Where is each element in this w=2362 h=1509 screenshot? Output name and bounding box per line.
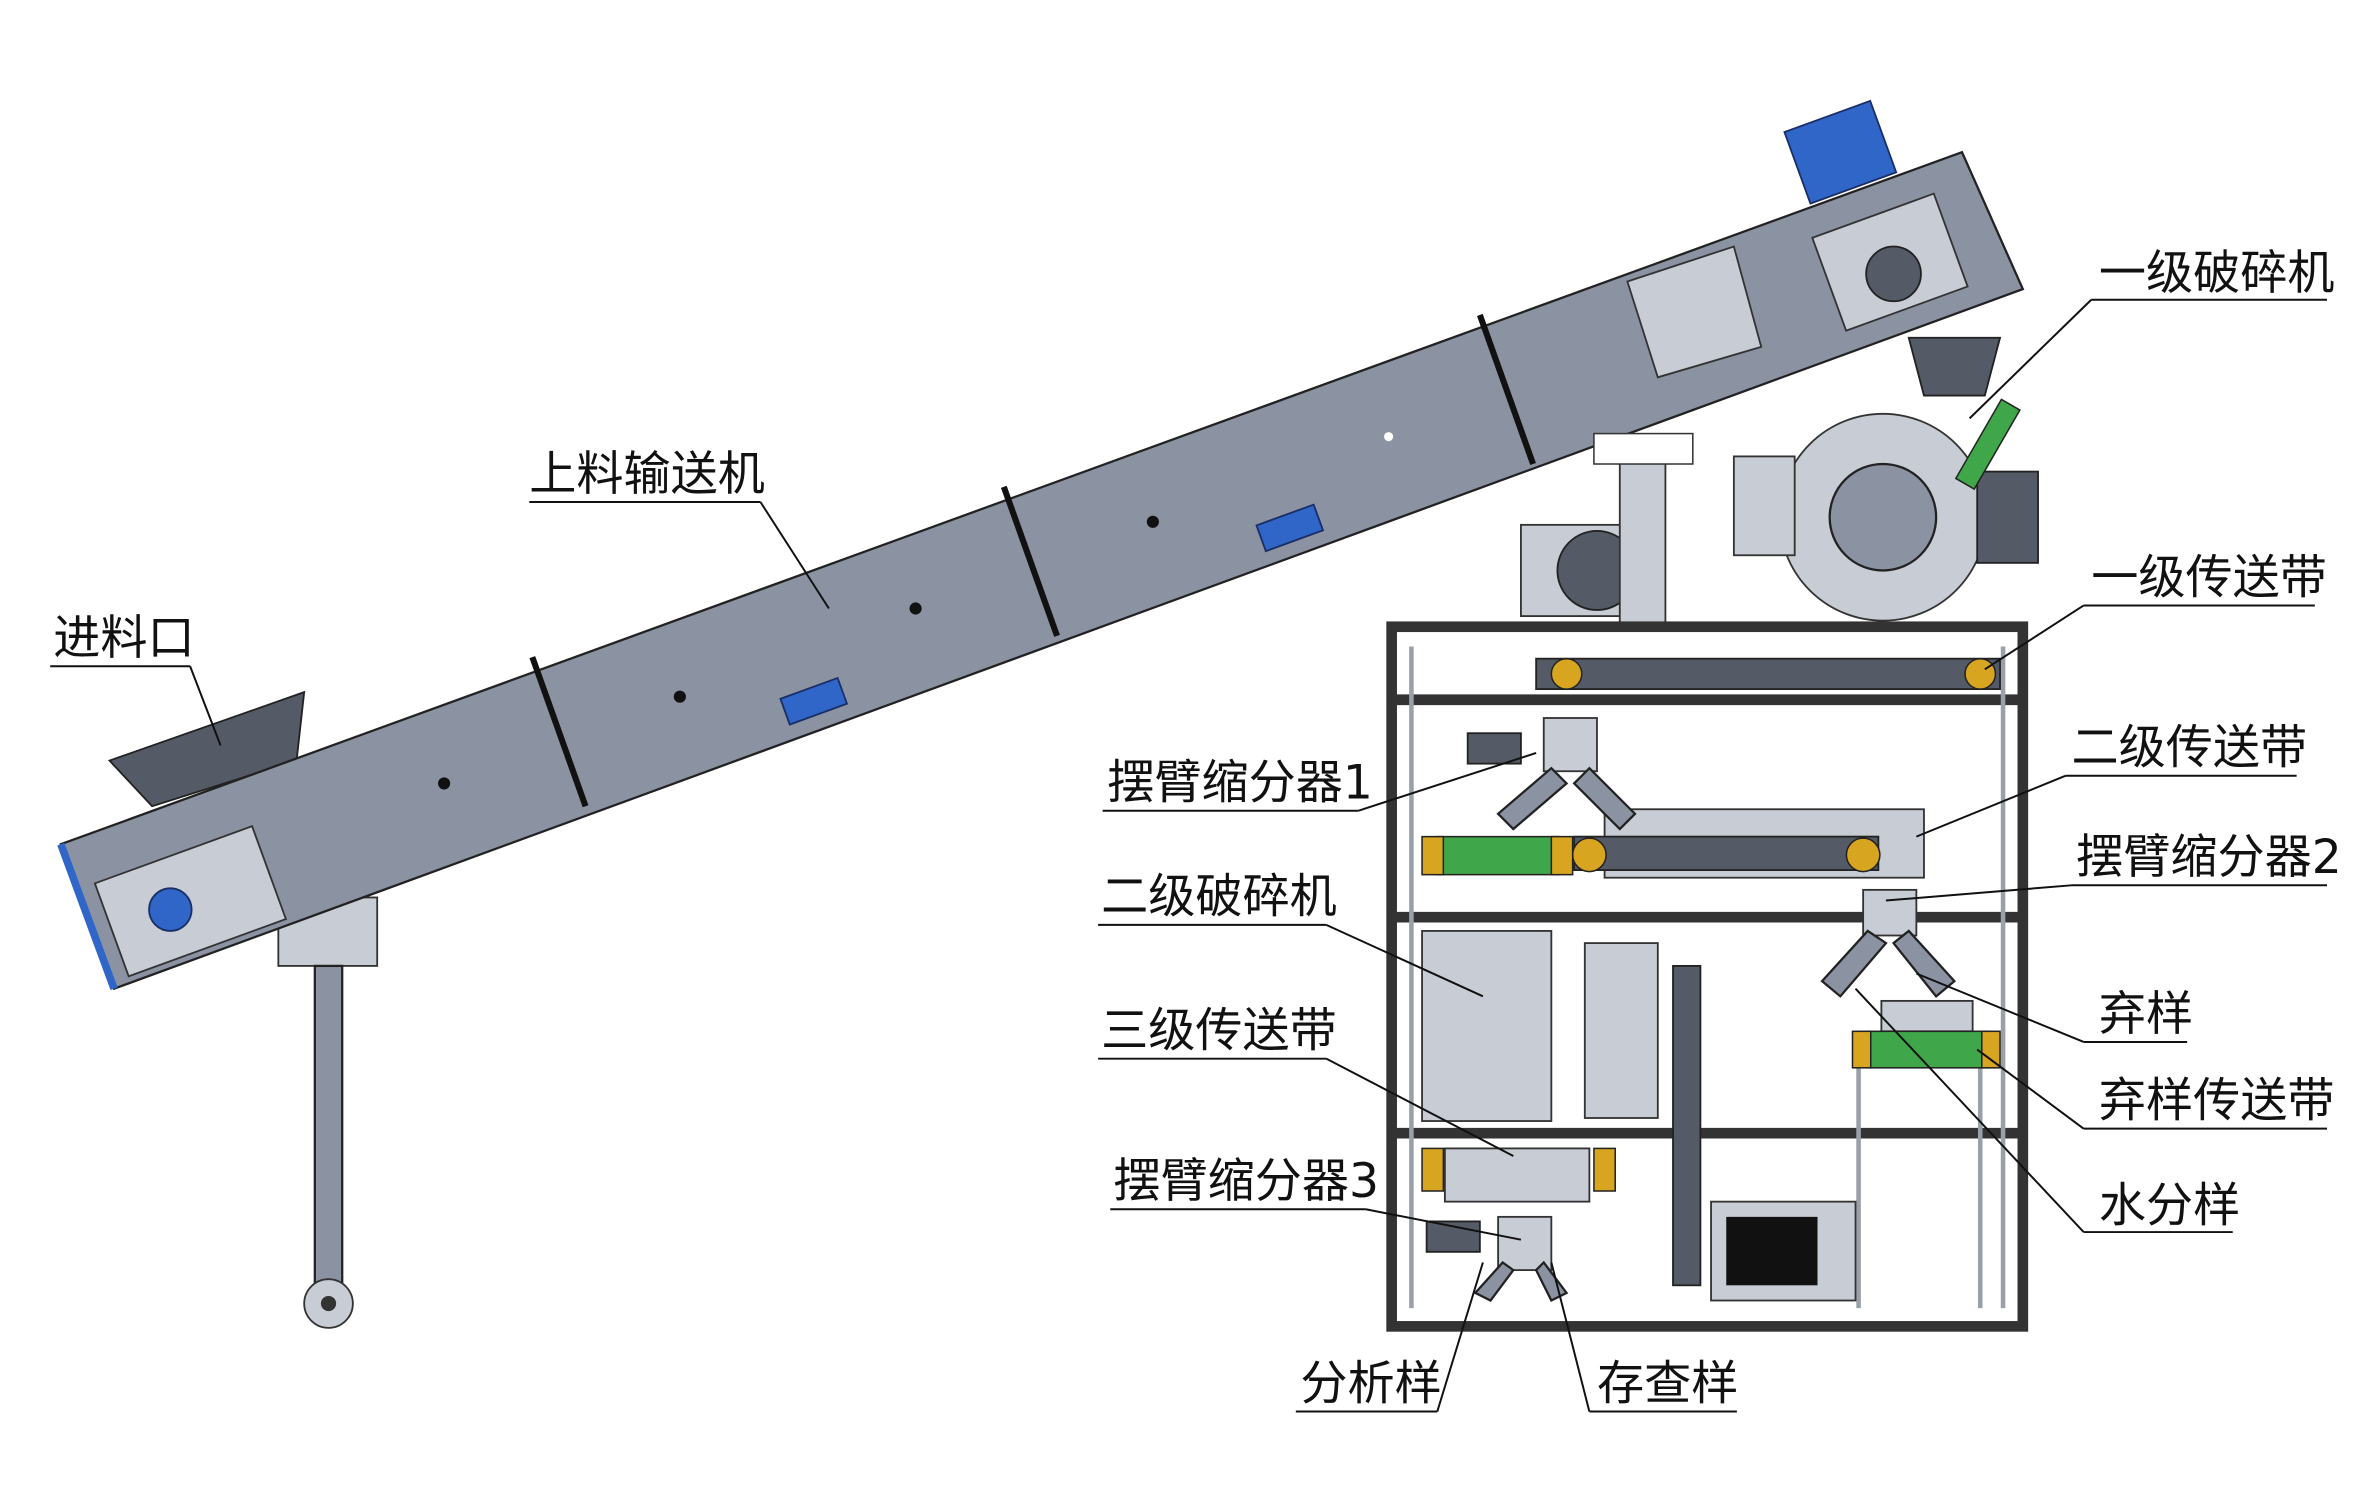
secondary-crusher (1421, 930, 1857, 1302)
swing-divider-2 (1820, 888, 1957, 998)
label-text: 弃样 (2099, 987, 2193, 1042)
label-text: 弃样传送带 (2099, 1073, 2335, 1128)
label-moisture-sample: 水分样 (1854, 988, 2240, 1233)
label-divider-1: 摆臂缩分器1 (1102, 752, 1537, 812)
label-text: 一级传送带 (2091, 550, 2327, 605)
label-divider-3: 摆臂缩分器3 (1110, 1154, 1522, 1241)
label-archive-sample: 存查样 (1550, 1262, 1738, 1413)
label-divider-2: 摆臂缩分器2 (1885, 830, 2342, 902)
label-text: 二级传送带 (2072, 721, 2308, 776)
label-text: 存查样 (1597, 1356, 1738, 1411)
label-analysis-sample: 分析样 (1295, 1262, 1484, 1413)
label-text: 摆臂缩分器2 (2076, 830, 2342, 885)
secondary-belt (1571, 808, 1925, 879)
label-reject-belt: 弃样传送带 (1976, 1048, 2335, 1130)
conveyor-support-leg (277, 896, 379, 1329)
label-tertiary-belt: 三级传送带 (1098, 1004, 1514, 1157)
label-feed-inlet: 进料口 (50, 611, 222, 746)
label-text: 摆臂缩分器1 (1107, 756, 1373, 811)
label-text: 上料输送机 (529, 447, 765, 502)
label-text: 分析样 (1300, 1356, 1441, 1411)
label-feed-conveyor: 上料输送机 (529, 447, 830, 610)
secondary-crusher-belt (1421, 835, 1574, 876)
label-text: 二级破碎机 (1101, 870, 1337, 925)
feed-conveyor-body (57, 150, 2025, 991)
reject-belt (1851, 999, 2001, 1069)
label-text: 一级破碎机 (2099, 246, 2335, 301)
primary-belt (1535, 657, 2001, 691)
label-reject-sample: 弃样 (1915, 972, 2193, 1043)
conveyor-motor (1783, 99, 1898, 205)
tertiary-belt (1421, 1147, 1616, 1203)
label-text: 三级传送带 (1101, 1004, 1337, 1059)
label-secondary-crusher: 二级破碎机 (1098, 870, 1484, 998)
label-primary-crusher: 一级破碎机 (1968, 246, 2335, 420)
label-text: 水分样 (2099, 1178, 2240, 1233)
label-secondary-belt: 二级传送带 (1915, 721, 2308, 838)
swing-divider-3 (1425, 1215, 1569, 1303)
label-text: 进料口 (53, 611, 194, 666)
main-frame (1386, 621, 2029, 1332)
label-primary-belt: 一级传送带 (1984, 550, 2327, 671)
swing-divider-1 (1466, 717, 1637, 831)
primary-crusher (1520, 336, 2039, 625)
label-text: 摆臂缩分器3 (1113, 1154, 1379, 1209)
